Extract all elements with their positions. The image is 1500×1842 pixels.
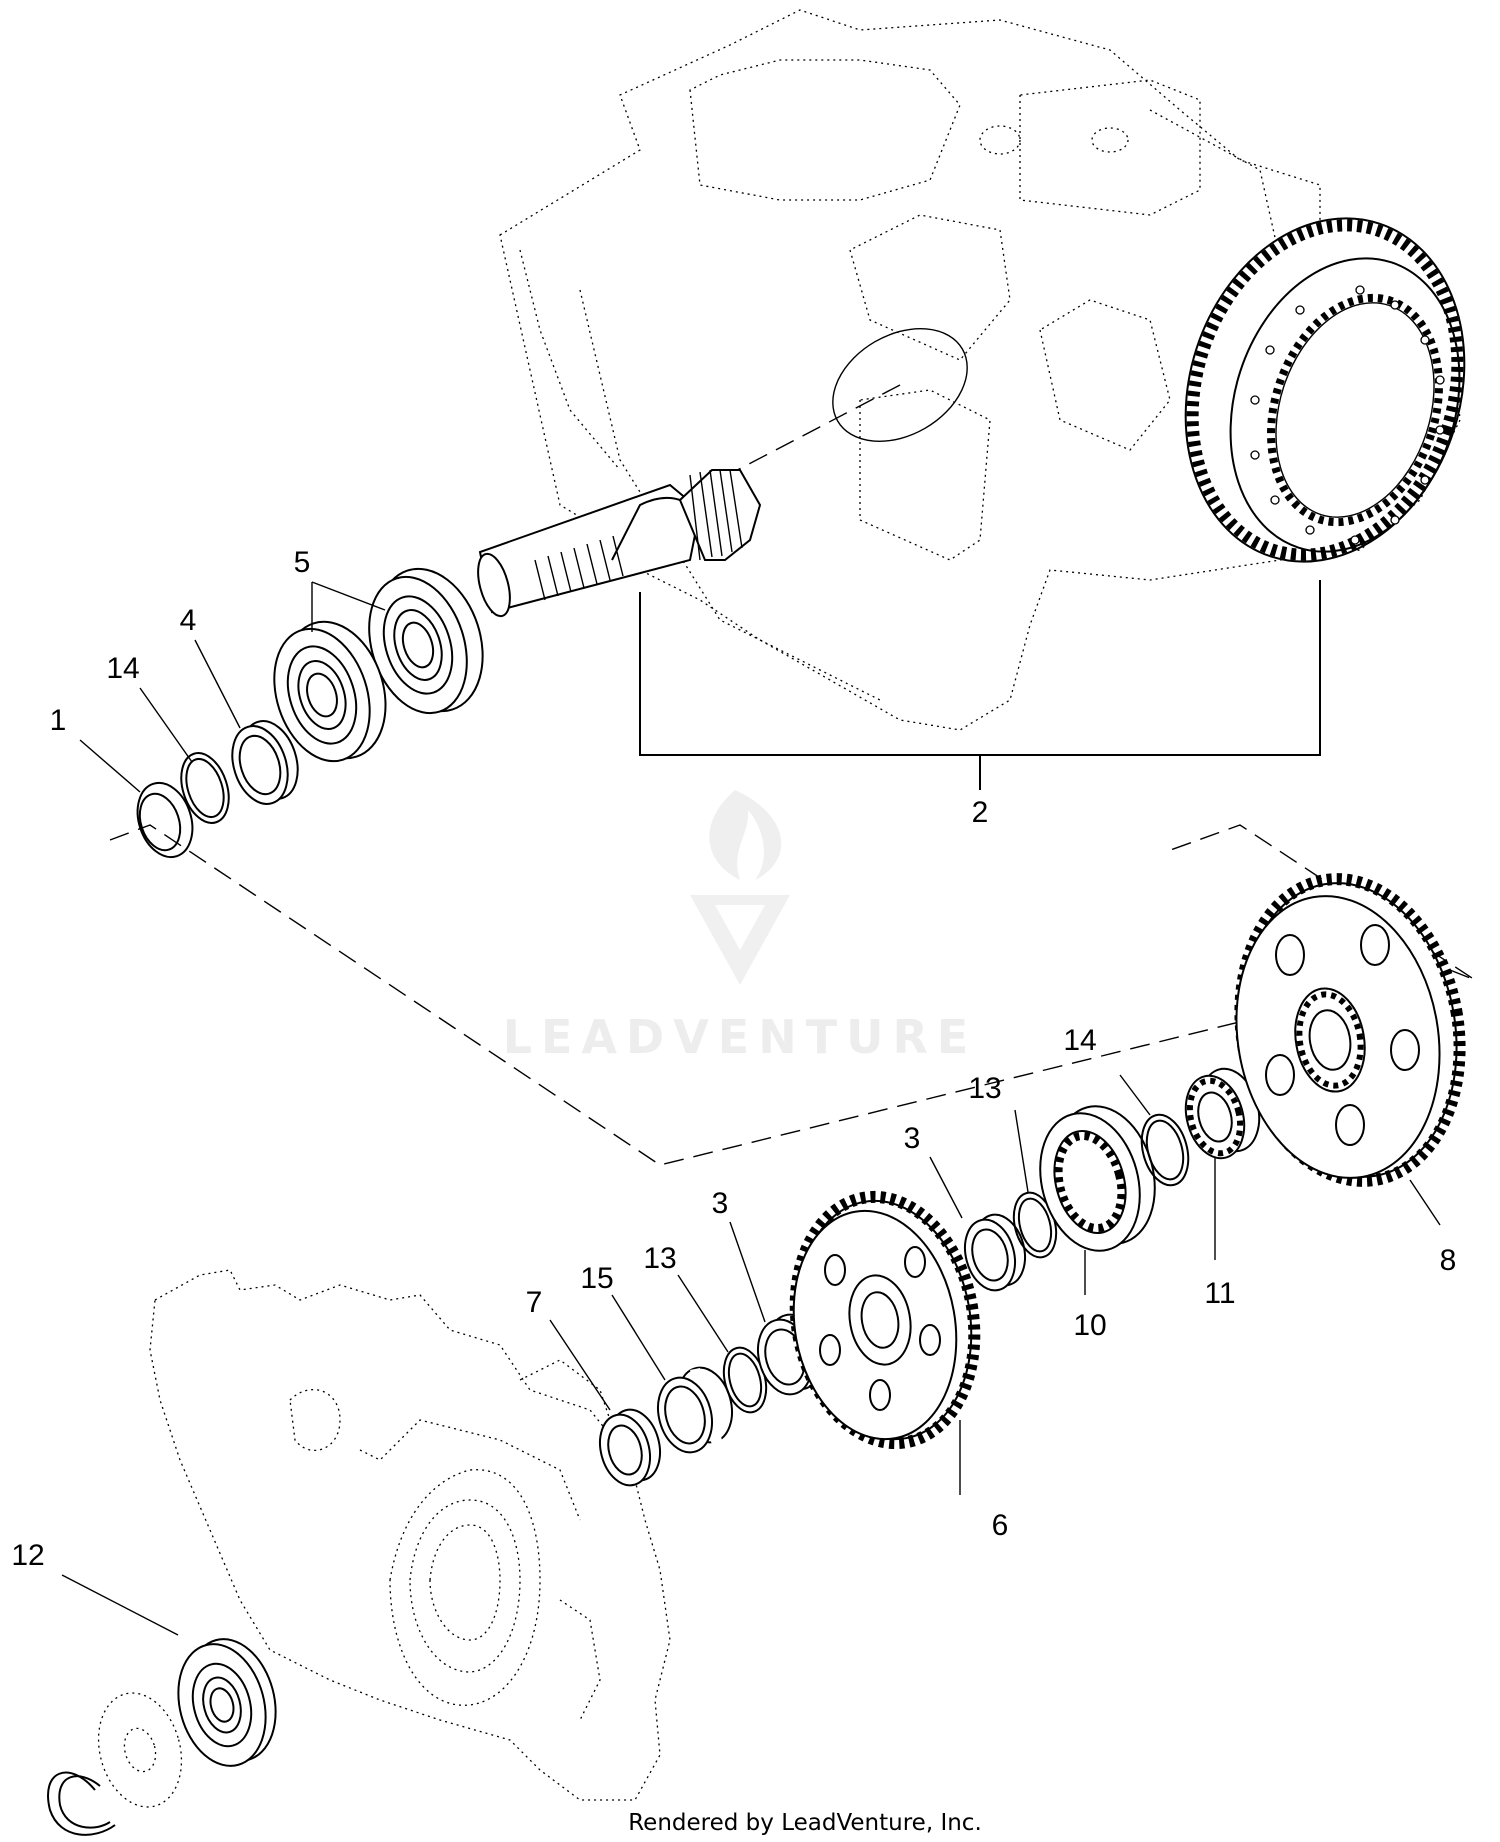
washer-1 [136,781,194,859]
bushing-15 [657,1366,733,1454]
washer-dotted-bottom [97,1692,183,1808]
snap-ring-14-bottom [1140,1113,1190,1187]
spacer-3-right [964,1213,1026,1292]
gear-6 [789,1190,981,1450]
snap-ring-14-top [180,752,230,824]
bearing-12 [177,1638,277,1767]
callout-1: 1 [50,704,67,737]
callout-2: 2 [972,796,989,829]
needle-bearing-10 [1039,1105,1156,1252]
callout-13-left: 13 [643,1242,676,1275]
bracket-2 [639,580,1321,756]
callout-4: 4 [180,604,197,637]
transmission-housing [499,9,1461,731]
assembly-dashed-plane [109,824,1476,1166]
callout-7: 7 [526,1286,543,1319]
callout-10: 10 [1073,1309,1106,1342]
bearing-5-left [273,620,387,763]
callout-6: 6 [992,1509,1009,1542]
callout-14-top: 14 [106,652,139,685]
watermark-text: LEADVENTURE [503,1010,978,1064]
ring-gear [1184,217,1466,563]
callout-12: 12 [11,1539,44,1572]
rendered-by-footer: Rendered by LeadVenture, Inc. [628,1810,982,1836]
snap-ring-bottom [47,1771,116,1836]
bearing-5-right [368,567,484,715]
callout-3-left: 3 [712,1187,729,1220]
leader-lines [61,581,1441,1636]
callout-15: 15 [580,1262,613,1295]
callout-11: 11 [1204,1277,1235,1310]
callout-14-bottom: 14 [1063,1024,1096,1057]
callout-13-right: 13 [968,1072,1001,1105]
callout-8: 8 [1440,1244,1457,1277]
leadventure-watermark-logo [690,790,790,985]
callout-5: 5 [294,546,311,579]
input-shaft [477,469,762,618]
spacer-4 [231,720,299,805]
gear-8 [1234,873,1466,1187]
callout-3-right: 3 [904,1122,921,1155]
needle-bearing-11 [1184,1067,1261,1160]
spacer-7 [599,1408,661,1487]
